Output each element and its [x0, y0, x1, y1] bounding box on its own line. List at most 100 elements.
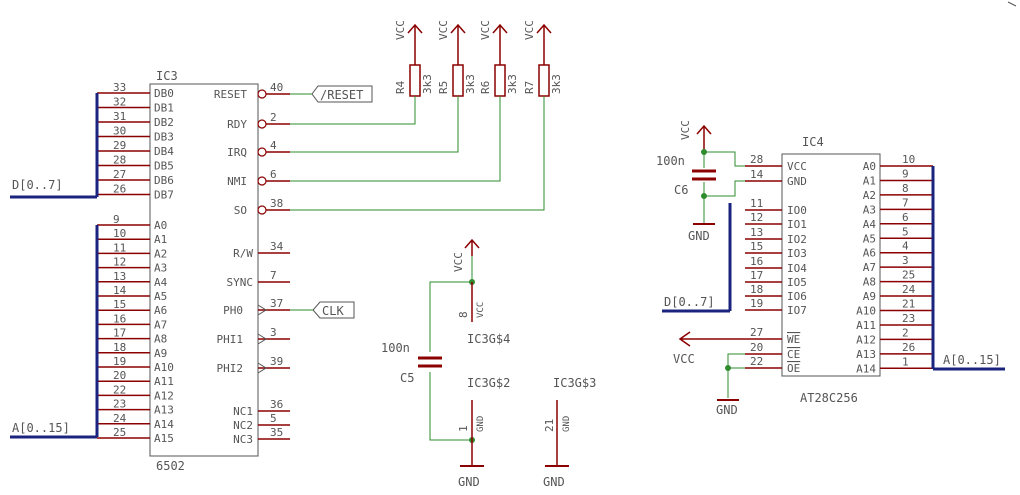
resistor-value: 3k3 [550, 74, 563, 94]
ic3-pin-label: PHI1 [217, 333, 244, 346]
ic3-gnd1-gate-name: IC3G$2 [467, 376, 510, 390]
ic3-pin-label: SYNC [227, 276, 254, 289]
clk-net-flag[interactable] [312, 301, 355, 319]
ic3-pin-label: NC2 [233, 419, 253, 432]
ic4-name: IC4 [802, 135, 824, 149]
resistor-name: R5 [437, 81, 450, 94]
ic3-pin-number: 7 [270, 269, 277, 282]
resistor-body[interactable] [452, 64, 464, 97]
ic4-pin-label: A11 [856, 319, 876, 332]
gnd-label-1: GND [458, 475, 480, 489]
ic4-pin-label: IO3 [787, 247, 807, 260]
ic4-pin-number: 9 [902, 167, 909, 180]
ic3-clock-marker [257, 333, 267, 345]
ic4-pin-number: 17 [750, 269, 763, 282]
vcc-label: VCC [437, 20, 450, 40]
ic4-pin-label: A12 [856, 333, 876, 346]
reset-net-flag[interactable] [311, 85, 373, 103]
so-pullup-wire [290, 96, 545, 211]
ic3-vcc-pin-label: VCC [476, 302, 486, 318]
ic4-pin-number: 25 [902, 269, 915, 282]
ic4-symbol[interactable]: IC4 AT28C256 28VCC14GND11IO012IO113IO215… [745, 135, 933, 405]
ic3-gnd2-pin-number: 21 [543, 419, 556, 432]
vcc-arrow-c6 [696, 124, 712, 150]
ic4-pin-label: A3 [863, 203, 876, 216]
ic4-pin-number: 3 [902, 254, 909, 267]
ic4-pin-number: 13 [750, 226, 763, 239]
ic3-pin-label: DB6 [154, 174, 174, 187]
ic3-inversion-bubble [257, 176, 267, 186]
ic3-pin-label: A15 [154, 432, 174, 445]
vcc-label: VCC [394, 20, 407, 40]
ic4-pin-number: 7 [902, 196, 909, 209]
ic3-pin-number: 13 [113, 270, 126, 283]
ic3-pin-label: RESET [214, 88, 247, 101]
ic3-gnd1-pin-number: 1 [457, 425, 470, 432]
ic4-pin-number: 14 [750, 168, 764, 181]
ic4-pin-label: A13 [856, 348, 876, 361]
ic4-pin-label: IO7 [787, 304, 807, 317]
ic4-pin-label: GND [787, 175, 807, 188]
ic4-pin-label: IO5 [787, 276, 807, 289]
ic3-pin-label: A8 [154, 333, 167, 346]
c6-value: 100n [656, 154, 685, 168]
ic3-pin-number: 36 [270, 398, 283, 411]
ic3-gnd2-pin-label: GND [562, 416, 572, 432]
ic3-pin-number: 34 [270, 240, 284, 253]
resistor-body[interactable] [538, 64, 550, 97]
ic3-pin-label: PH0 [223, 304, 243, 317]
ic3-pin-number: 37 [270, 297, 283, 310]
ic4-pin-number: 16 [750, 255, 763, 268]
resistor-body[interactable] [409, 64, 421, 97]
gnd-label-ic4: GND [716, 403, 738, 417]
ic4-body [781, 153, 881, 377]
ic3-pin-number: 17 [113, 327, 126, 340]
rdy-pullup-wire [290, 96, 416, 125]
ic4-pin-number: 1 [902, 355, 909, 368]
ic4-pin-number: 8 [902, 182, 909, 195]
ic3-gnd2-gate-name: IC3G$3 [553, 376, 596, 390]
ic3-pin-number: 3 [270, 326, 277, 339]
ic3-power-section: VCC 8 VCC IC3G$4 100n C5 IC3G$2 1 GND GN… [381, 238, 596, 489]
we-vcc-arrow [678, 331, 745, 347]
ic4-pin-label: A10 [856, 305, 876, 318]
ic3-body [149, 83, 259, 457]
resistor-body[interactable] [494, 64, 506, 97]
ic4-pin-number: 6 [902, 211, 909, 224]
ic3-pin-number: 11 [113, 241, 126, 254]
vcc-arrow [450, 23, 466, 65]
ic4-data-bus [662, 203, 732, 313]
ic3-inversion-bubble [257, 89, 267, 99]
ic4-pin-label: A6 [863, 247, 876, 260]
ic4-pin-label: IO4 [787, 262, 807, 275]
c6-gnd-wire [703, 180, 745, 224]
vcc-label: VCC [479, 20, 492, 40]
ic3-pin-number: 4 [270, 139, 277, 152]
ic3-part: 6502 [156, 459, 185, 473]
ic4-pin-number: 24 [902, 283, 916, 296]
resistor-name: R6 [479, 81, 492, 94]
ic3-pin-label: A3 [154, 262, 167, 275]
ic3-pin-number: 19 [113, 355, 126, 368]
c6-vcc-wire [703, 151, 745, 168]
ic4-pin-label: A9 [863, 290, 876, 303]
ic4-pin-label: A5 [863, 232, 876, 245]
ic4-part: AT28C256 [800, 391, 858, 405]
resistor-value: 3k3 [464, 74, 477, 94]
ic3-pin-number: 22 [113, 383, 126, 396]
ic3-pin-label: DB2 [154, 116, 174, 129]
ce-oe-gnd-wire [727, 353, 745, 398]
ic3-pin-number: 33 [113, 81, 126, 94]
bus-label-address-ic4: A[0..15] [943, 353, 1001, 367]
ic3-pin-label: A5 [154, 290, 167, 303]
ic4-pin-number: 26 [902, 341, 915, 354]
ic3-pin-label: NC1 [233, 405, 253, 418]
ic3-pin-label: IRQ [227, 146, 247, 159]
ic3-pin-number: 15 [113, 298, 126, 311]
ic3-pin-number: 18 [113, 341, 126, 354]
ic3-pin-number: 25 [113, 426, 126, 439]
ic3-pin-label: DB0 [154, 87, 174, 100]
